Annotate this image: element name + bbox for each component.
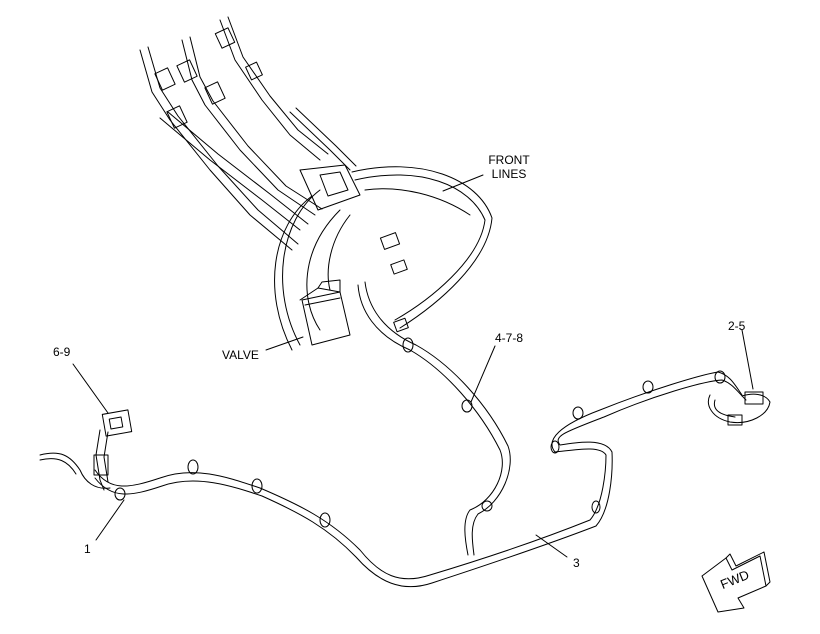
upper-hose-bundle bbox=[139, 16, 357, 251]
callout-4-7-8: 4-7-8 bbox=[495, 331, 524, 345]
component-6-9 bbox=[93, 409, 133, 491]
callout-2-5: 2-5 bbox=[728, 319, 746, 333]
front-lines-loop bbox=[274, 166, 493, 351]
line-clips bbox=[114, 337, 726, 528]
callout-3: 3 bbox=[573, 556, 580, 570]
component-2-5 bbox=[707, 391, 771, 426]
forward-arrow-icon bbox=[701, 551, 771, 613]
valve-body bbox=[299, 164, 409, 346]
valve-label: VALVE bbox=[222, 348, 259, 362]
hose-fittings bbox=[154, 27, 263, 129]
leader-lines bbox=[72, 174, 754, 558]
front-lines-label: FRONT LINES bbox=[488, 153, 530, 181]
line-4-7-8 bbox=[357, 281, 511, 556]
callout-6-9: 6-9 bbox=[53, 345, 71, 359]
callout-1: 1 bbox=[84, 542, 91, 556]
line-1-3 bbox=[39, 371, 747, 588]
